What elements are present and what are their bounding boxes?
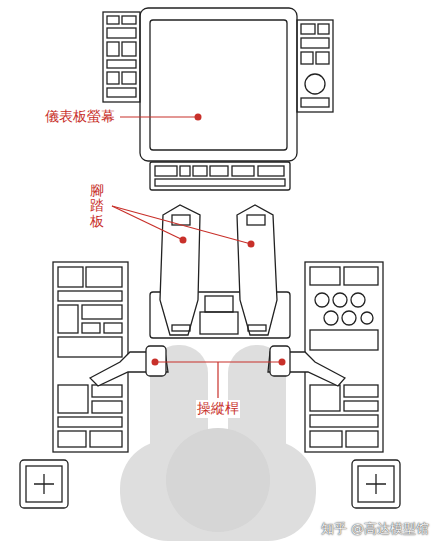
pilot-silhouette bbox=[120, 345, 316, 541]
stick-label: 操縱桿 bbox=[196, 400, 240, 418]
pedal-label: 腳踏板 bbox=[89, 183, 105, 229]
watermark: 知乎 @高达模型馆 bbox=[320, 520, 430, 538]
screen-label: 儀表板螢幕 bbox=[44, 108, 116, 126]
leader-lines bbox=[112, 114, 286, 399]
